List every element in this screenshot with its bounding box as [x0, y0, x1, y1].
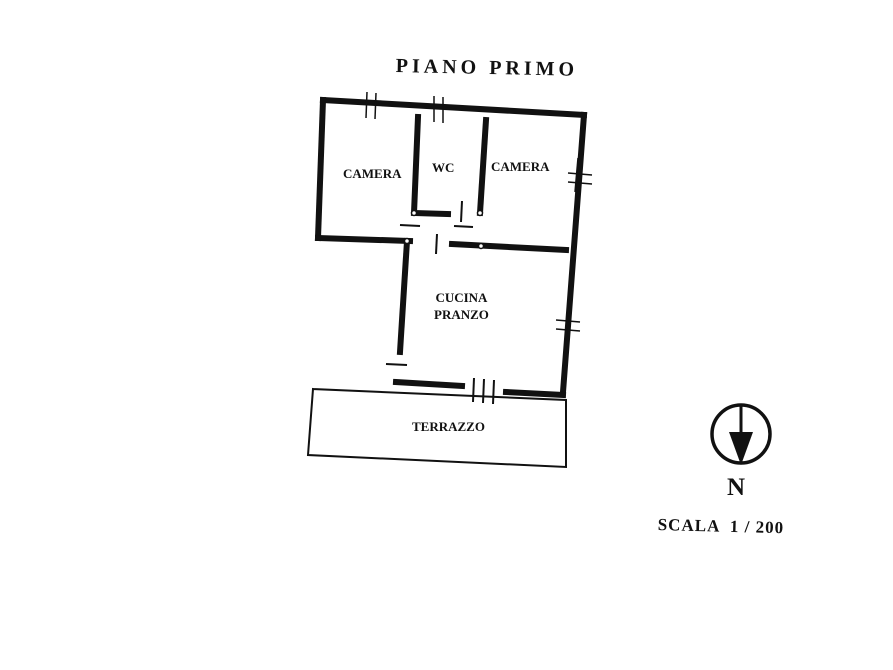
door-mark — [385, 363, 408, 366]
window-mark — [365, 91, 368, 119]
window-mark — [351, 102, 393, 106]
door-mark — [482, 378, 485, 404]
room-label-camera-right: CAMERA — [491, 159, 550, 174]
window-mark — [555, 328, 581, 332]
window-mark — [374, 92, 377, 120]
wall-end-mark — [403, 237, 411, 245]
door-mark — [492, 379, 495, 405]
bedroom-south-wall-right — [448, 240, 570, 254]
kitchen-west-wall — [396, 237, 411, 356]
door-mark — [472, 377, 475, 403]
wc-east-wall — [476, 116, 490, 217]
west-wall-bedroom — [314, 96, 327, 242]
room-label-wc: WC — [432, 160, 455, 175]
wall-end-mark — [476, 209, 484, 217]
bedroom-south-wall-left — [314, 234, 414, 245]
north-letter: N — [727, 474, 746, 501]
room-label-terrazzo: TERRAZZO — [412, 419, 485, 434]
kitchen-south-wall-right — [502, 388, 567, 399]
terrace-outline — [306, 387, 567, 469]
window-mark — [574, 157, 579, 193]
door-mark — [435, 233, 438, 255]
window-mark — [567, 172, 593, 176]
north-arrow-icon — [710, 403, 772, 465]
room-label-camera-left: CAMERA — [343, 166, 402, 181]
door-mark — [453, 225, 474, 228]
east-wall — [559, 111, 588, 396]
wall-end-mark — [410, 209, 418, 217]
north-wall — [319, 96, 588, 119]
wall-end-mark — [477, 242, 485, 250]
room-label-cucina-pranzo: CUCINA PRANZO — [434, 290, 489, 322]
scale-label: SCALA 1 / 200 — [657, 515, 785, 538]
kitchen-south-wall-left — [392, 378, 466, 390]
window-mark — [567, 181, 593, 185]
door-mark — [460, 200, 463, 223]
window-mark — [565, 305, 570, 341]
window-mark — [555, 319, 581, 323]
window-mark — [423, 106, 457, 110]
door-mark — [399, 224, 421, 227]
